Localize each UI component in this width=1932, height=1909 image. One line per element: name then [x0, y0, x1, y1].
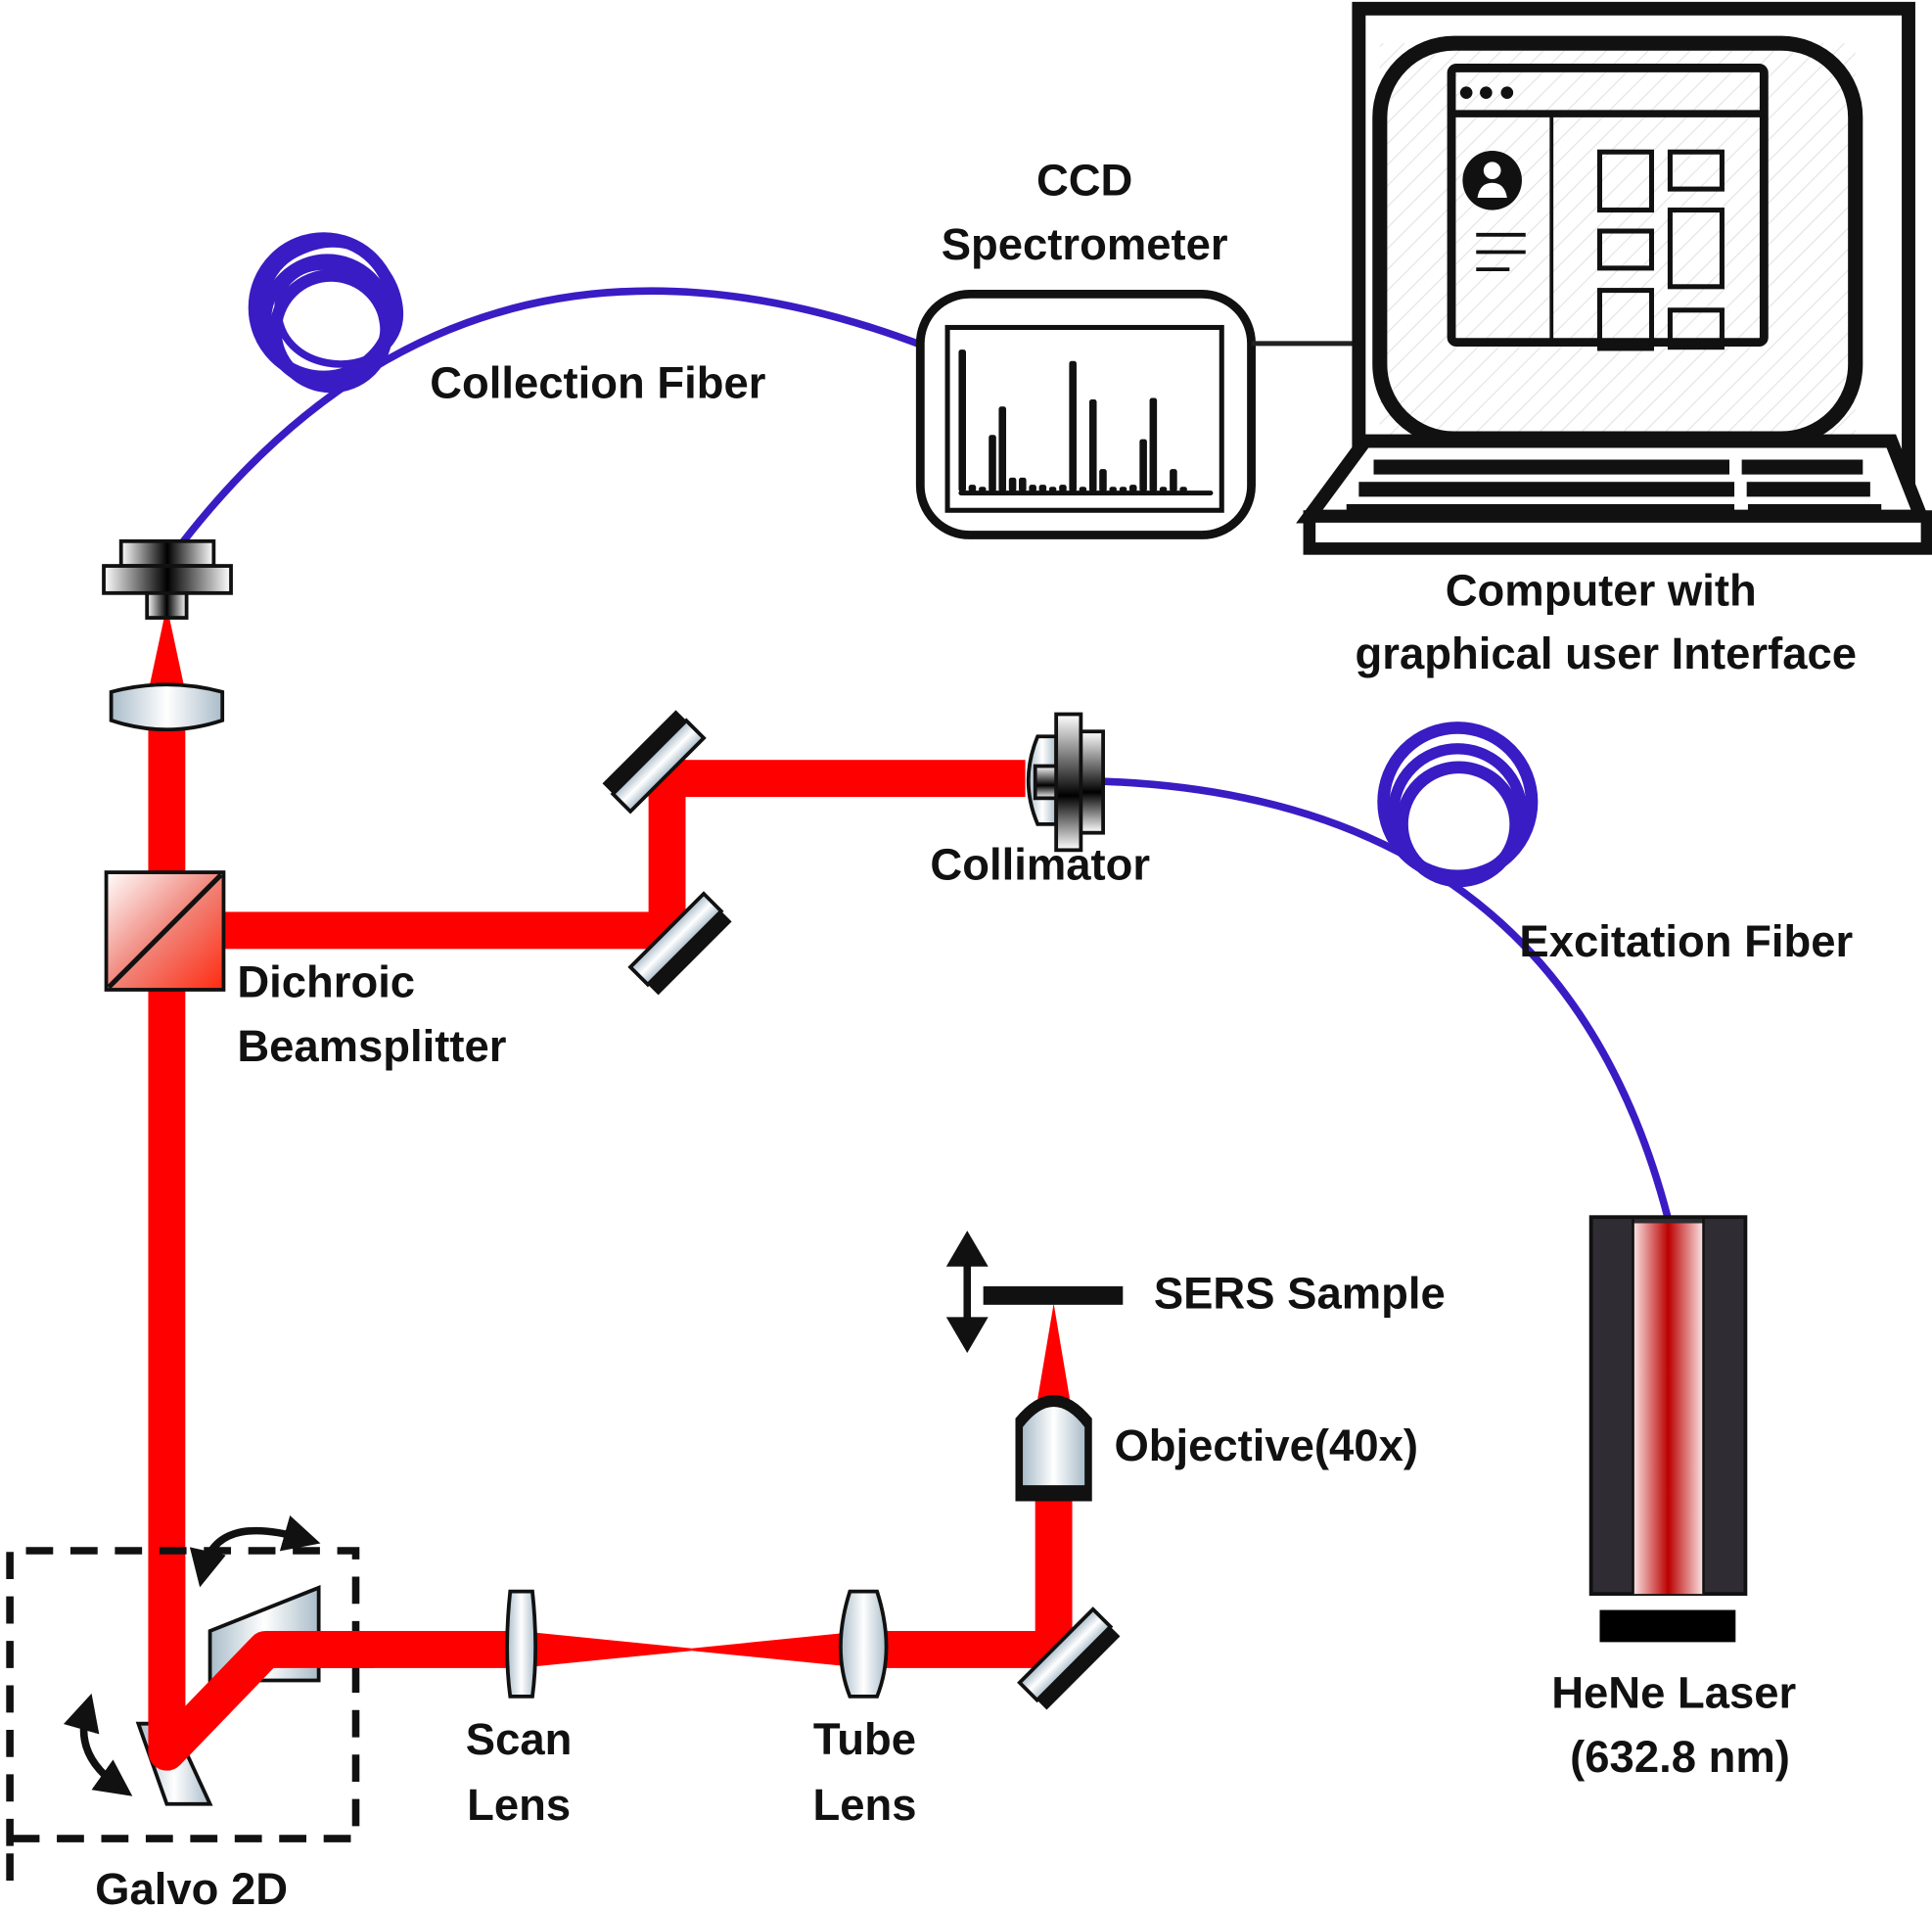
- label-spectrometer: Spectrometer: [942, 219, 1228, 269]
- user-avatar-icon: [1462, 150, 1522, 210]
- spectrum-peak: [1069, 360, 1077, 492]
- keyboard: [1296, 434, 1932, 555]
- collimator: [1026, 712, 1105, 853]
- sers-sample: [983, 1285, 1124, 1305]
- objective-lens: [1015, 1394, 1092, 1502]
- label-scan: Scan: [466, 1714, 573, 1764]
- galvo-rotate-arrow-icon: [63, 1693, 133, 1796]
- label-hene-laser: HeNe Laser: [1551, 1667, 1796, 1717]
- label-collection-fiber: Collection Fiber: [430, 357, 765, 407]
- spectrum-peak: [1088, 399, 1097, 492]
- spectrum-peak: [1170, 469, 1177, 492]
- beam-cone-collection: [148, 605, 186, 692]
- label-ccd: CCD: [1036, 155, 1132, 205]
- label-excitation-fiber: Excitation Fiber: [1519, 916, 1853, 966]
- hene-laser: [1588, 1215, 1748, 1643]
- dichroic-beamsplitter: [104, 870, 226, 992]
- gui-window: [1447, 64, 1769, 351]
- label-scan-lens: Lens: [467, 1780, 571, 1830]
- beam-scan-cone: [519, 1631, 692, 1668]
- ccd-spectrometer: [915, 289, 1256, 539]
- label-tube-lens: Lens: [812, 1780, 916, 1830]
- spectrum-peak: [1008, 477, 1017, 492]
- collection-fiber-coupler: [102, 538, 233, 620]
- spectrum-peak: [1038, 485, 1047, 492]
- spectrum-bars: [958, 349, 1187, 492]
- window-dot-icon: [1459, 86, 1473, 99]
- beam-objective-focus: [1037, 1303, 1071, 1399]
- sample-z-stage-arrow-icon: [945, 1231, 989, 1354]
- label-computer-line2: graphical user Interface: [1356, 629, 1857, 678]
- window-dot-icon: [1500, 86, 1514, 99]
- fold-mirror: [1017, 1606, 1121, 1710]
- gui-panels: [1596, 149, 1725, 351]
- label-objective: Objective(40x): [1114, 1420, 1418, 1470]
- label-collimator: Collimator: [930, 840, 1150, 890]
- mirror-bottom: [627, 891, 732, 996]
- computer: [1296, 1, 1932, 555]
- beam-tube-cone: [691, 1631, 865, 1668]
- spectrum-peak: [1019, 477, 1027, 492]
- label-sers-sample: SERS Sample: [1154, 1269, 1446, 1319]
- spectrum-peak: [1029, 485, 1036, 492]
- spectrum-peak: [989, 435, 996, 492]
- label-computer-line1: Computer with: [1446, 565, 1757, 615]
- spectrum-peak: [1139, 439, 1147, 492]
- collection-lens: [109, 682, 225, 732]
- label-tube: Tube: [813, 1714, 916, 1764]
- label-wavelength: (632.8 nm): [1570, 1732, 1790, 1782]
- spectrum-peak: [968, 485, 977, 492]
- label-galvo: Galvo 2D: [95, 1864, 288, 1909]
- label-beamsplitter: Beamsplitter: [237, 1021, 506, 1071]
- galvo-rotate-arrow-icon: [189, 1514, 321, 1588]
- labels: CCD Spectrometer Collection Fiber Comput…: [95, 155, 1857, 1909]
- tube-lens: [839, 1589, 889, 1699]
- collection-fiber: [177, 232, 928, 548]
- galvo-2d: [6, 1514, 377, 1881]
- scan-lens: [505, 1589, 538, 1699]
- spectrum-peak: [1128, 485, 1137, 492]
- mirror-top: [602, 710, 707, 815]
- beam-dichroic-to-mirror: [219, 911, 677, 950]
- spectrum-peak: [1099, 469, 1107, 492]
- spectrum-peak: [1149, 397, 1158, 492]
- spectrum-peak: [1059, 485, 1067, 492]
- window-dot-icon: [1480, 86, 1493, 99]
- spectrum-peak: [958, 349, 966, 492]
- label-dichroic: Dichroic: [237, 957, 415, 1007]
- spectrum-peak: [998, 406, 1007, 492]
- beam-mirror-to-collimator: [648, 760, 1026, 798]
- excitation-fiber: [1082, 722, 1672, 1221]
